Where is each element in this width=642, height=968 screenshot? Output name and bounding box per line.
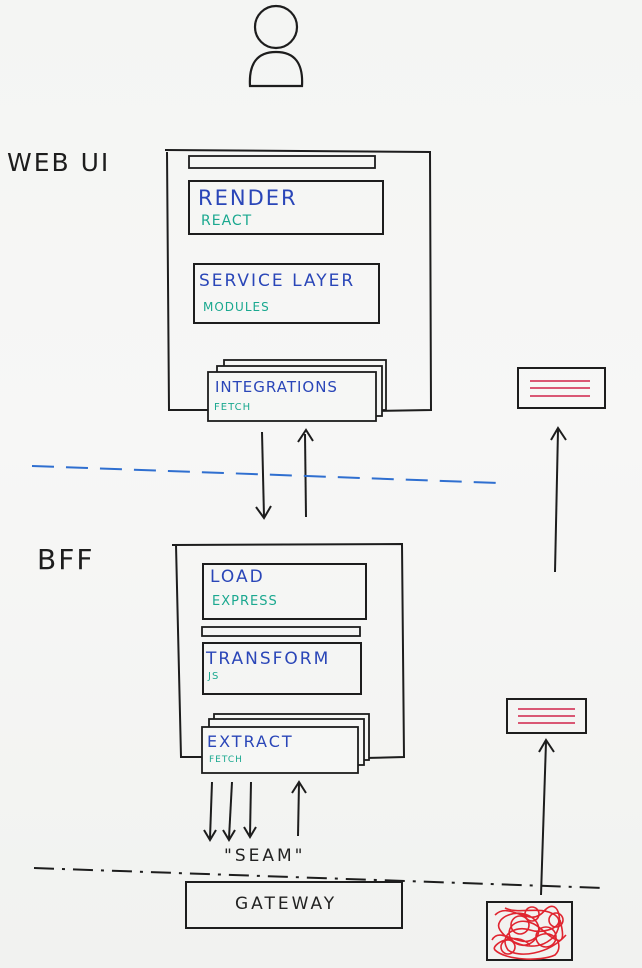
bff-container: [171, 542, 406, 759]
service-layer-title: SERVICE LAYER: [199, 271, 356, 291]
load-box: [202, 563, 367, 620]
web-bff-arrows: [255, 428, 314, 520]
bff-seam-arrows: [203, 780, 307, 842]
render-box: [188, 180, 384, 235]
load-subtitle: EXPRESS: [212, 594, 278, 609]
load-title: LOAD: [210, 567, 265, 587]
document-icon-bottom: [506, 698, 587, 734]
transform-title: TRANSFORM: [206, 649, 331, 669]
gateway-label: GATEWAY: [235, 894, 338, 914]
transform-subtitle: JS: [208, 671, 220, 682]
integrations-stack: [207, 359, 387, 422]
external-service-scribble: [486, 901, 573, 961]
render-title: RENDER: [198, 186, 298, 210]
gateway-box: [185, 881, 403, 929]
web-ui-top-bar: [188, 155, 376, 169]
transform-box: [202, 642, 362, 695]
web-ui-label: WEB UI: [7, 148, 111, 177]
bff-divider-bar: [201, 626, 361, 637]
extract-stack: [201, 713, 370, 774]
bff-label: BFF: [37, 543, 95, 576]
extract-subtitle: FETCH: [209, 755, 243, 765]
right-up-arrows: [538, 426, 567, 896]
render-subtitle: REACT: [201, 213, 253, 229]
integrations-title: INTEGRATIONS: [215, 378, 338, 396]
web-ui-container: [164, 149, 433, 412]
service-layer-subtitle: MODULES: [203, 300, 270, 314]
service-layer-box: [193, 263, 380, 324]
user-icon: [248, 4, 304, 88]
extract-title: EXTRACT: [207, 732, 294, 751]
document-icon-top: [517, 367, 606, 409]
seam-line: [33, 867, 605, 889]
web-ui-bff-boundary: [31, 465, 499, 484]
seam-label: "SEAM": [224, 846, 306, 866]
integrations-subtitle: FETCH: [214, 402, 252, 413]
